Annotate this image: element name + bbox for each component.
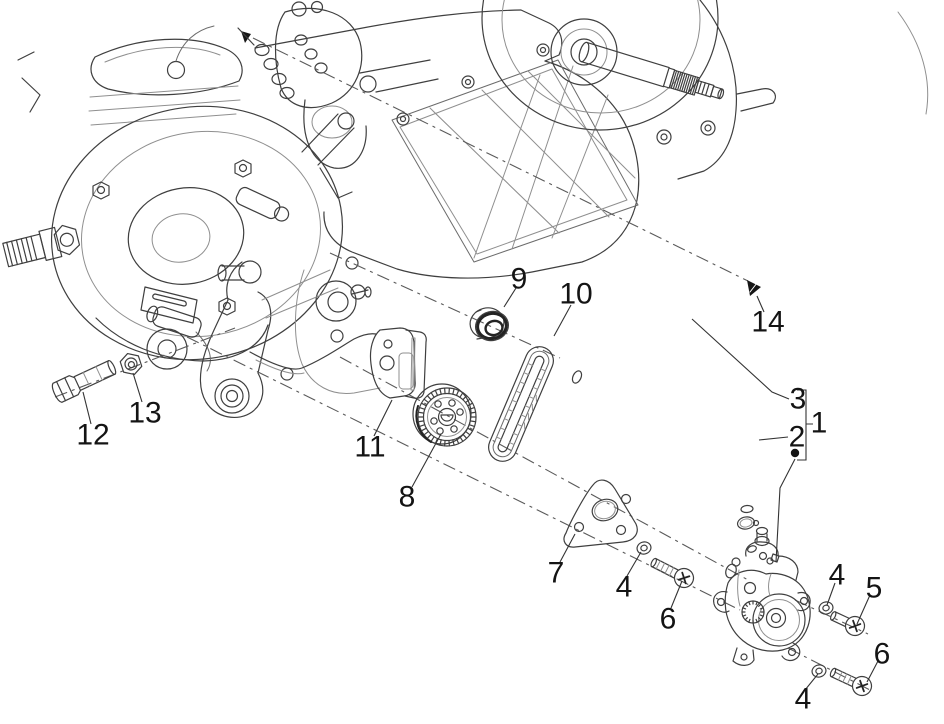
- engine-assembly: [2, 0, 929, 419]
- callout-washer-right-lower: 4: [795, 683, 812, 716]
- screw-short-part: [830, 611, 866, 637]
- engine-clip-marker: [237, 27, 255, 46]
- spacer-bushing-part: [469, 307, 509, 342]
- screw-long-front-part: [650, 557, 695, 589]
- callout-oil-hose-thick: 2: [789, 421, 806, 454]
- washer-right-upper-part: [818, 601, 834, 615]
- callout-washer-front: 4: [616, 571, 633, 604]
- drive-chain-part: [488, 346, 554, 462]
- center-lines: [54, 37, 873, 692]
- callout-screw-long-right: 6: [874, 638, 891, 671]
- hose-clip-part: [747, 280, 761, 296]
- screw-long-right-part: [829, 667, 873, 697]
- washer-front-part: [636, 541, 652, 555]
- oil-hose-thin-part: [577, 288, 780, 565]
- pump-sprocket-part: [412, 383, 477, 447]
- washer-right-lower-part: [811, 664, 827, 678]
- callout-spacer-bushing: 9: [511, 263, 528, 296]
- leader-lines: [82, 287, 879, 691]
- callout-gasket-flange: 7: [548, 557, 565, 590]
- callout-hex-nut: 13: [128, 397, 161, 430]
- group-bracket-1: [775, 389, 813, 563]
- callout-pump-sprocket: 8: [399, 481, 416, 514]
- callout-cover-plate: 11: [354, 431, 385, 464]
- callout-screw-long-front: 6: [660, 603, 677, 636]
- callout-screw-short: 5: [866, 572, 883, 605]
- oil-hose-thick-part: [571, 355, 760, 530]
- callout-oil-hose-thin: 3: [790, 383, 807, 416]
- hex-nut-part: [119, 352, 143, 376]
- assembly-bullet: [790, 448, 800, 458]
- callout-washer-right-upper: 4: [829, 559, 846, 592]
- callout-stud-bolt: 12: [76, 419, 109, 452]
- stud-bolt-part: [51, 359, 117, 403]
- oil-pump-part: [713, 526, 811, 666]
- gasket-flange-part: [563, 479, 638, 548]
- callout-oil-pump-assembly-group: 1: [811, 407, 828, 440]
- callout-hose-clip: 14: [751, 306, 784, 339]
- callout-drive-chain: 10: [559, 278, 592, 311]
